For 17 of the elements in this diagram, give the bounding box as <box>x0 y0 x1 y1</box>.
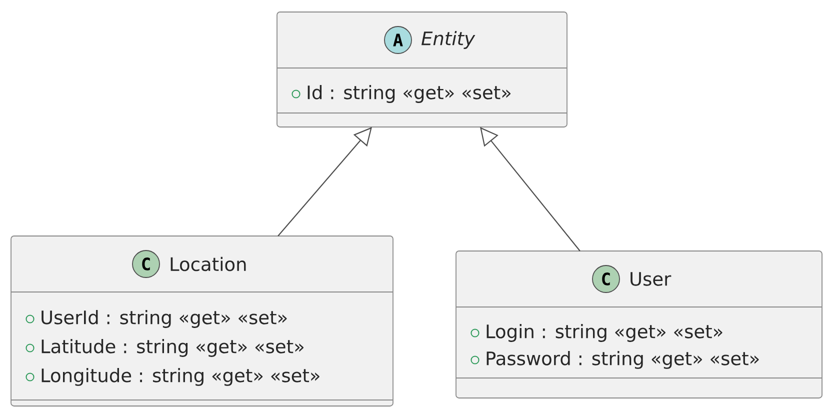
attribute-text: Login : string «get» «set» <box>486 324 722 342</box>
attribute-text: Longitude : string «get» «set» <box>42 368 320 386</box>
attribute-text: UserId : string «get» «set» <box>42 310 287 328</box>
class-name: User <box>630 272 672 286</box>
class-box <box>456 250 822 398</box>
class-badge: C <box>592 265 620 293</box>
class-name: Entity <box>422 31 476 49</box>
attribute-text: Password : string «get» «set» <box>486 351 759 369</box>
class-box <box>276 12 568 128</box>
class-badge: C <box>132 250 160 278</box>
inheritance-arrow <box>480 127 580 252</box>
class-name: Location <box>170 256 246 272</box>
attribute-text: Id : string «get» «set» <box>308 85 511 103</box>
inheritance-arrow <box>278 127 372 236</box>
class-box <box>10 236 394 406</box>
attribute-text: Latitude : string «get» «set» <box>42 339 304 357</box>
class-badge: A <box>384 26 412 54</box>
